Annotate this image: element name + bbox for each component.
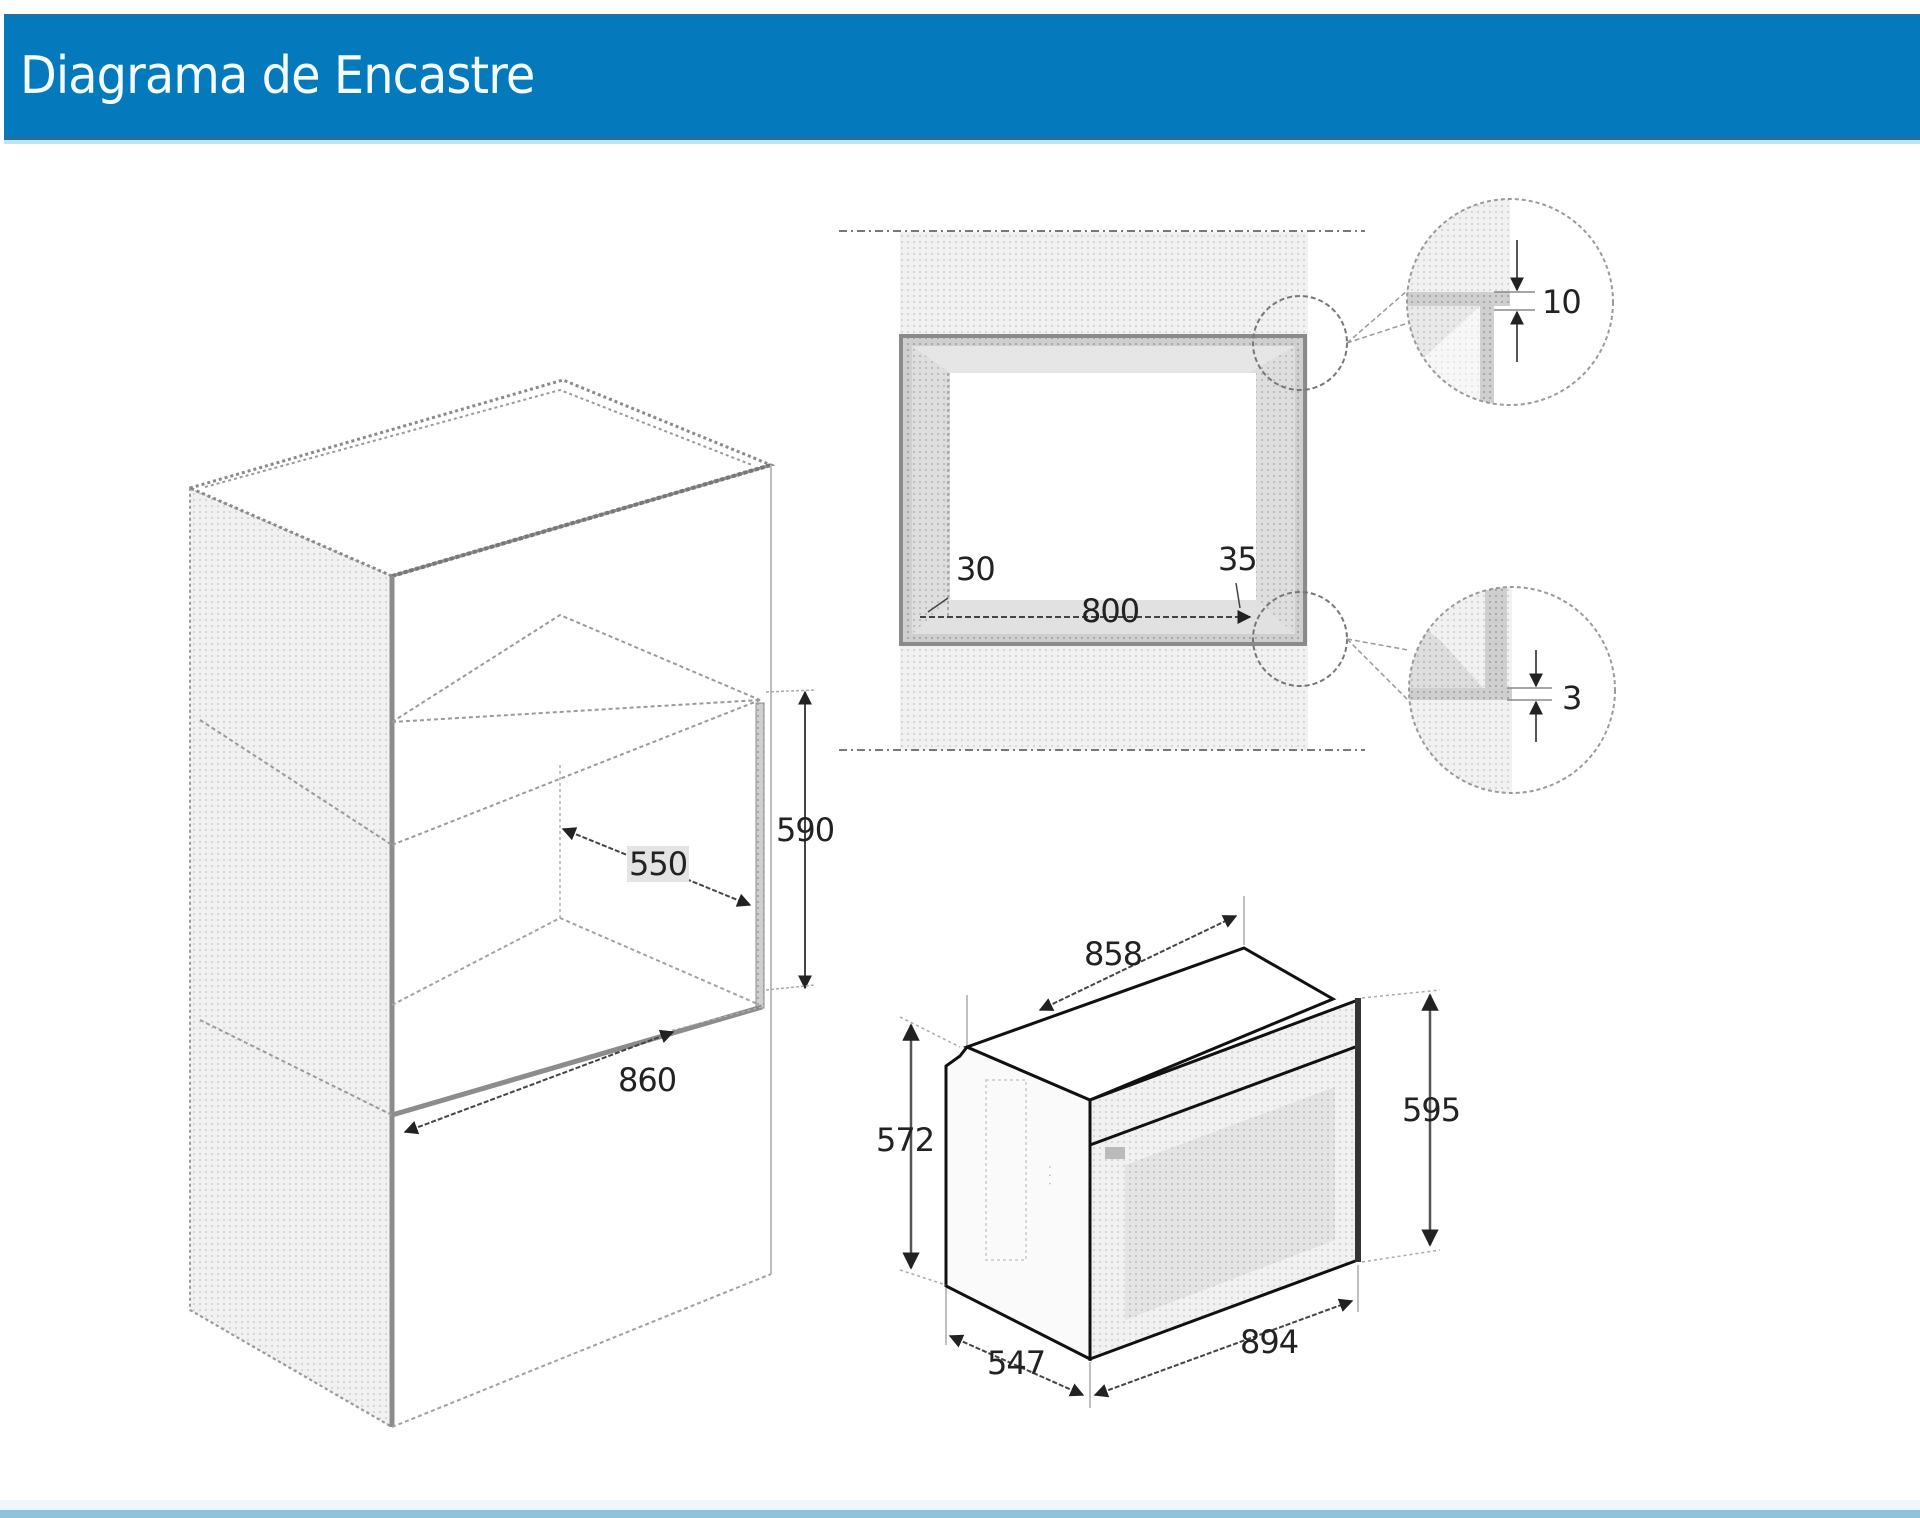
- cabinet-diagram: [185, 378, 816, 1429]
- header-underline: [4, 140, 1920, 144]
- top-detail-gap-label: 10: [1542, 283, 1582, 321]
- top-corner-detail: [1406, 198, 1614, 406]
- footer-fade: [0, 1500, 1920, 1510]
- niche-depth-label: 550: [627, 845, 690, 883]
- front-view-diagram: [839, 230, 1409, 751]
- right-gap-label: 35: [1218, 540, 1258, 578]
- oven-body-width-label: 858: [1084, 935, 1143, 973]
- oven-depth-label: 547: [987, 1344, 1046, 1382]
- oven-diagram: · · ·: [899, 896, 1441, 1408]
- oven-front-width-label: 894: [1240, 1323, 1299, 1361]
- left-gap-label: 30: [956, 550, 996, 588]
- footer-line: [0, 1510, 1920, 1518]
- page-title: Diagrama de Encastre: [20, 46, 535, 106]
- niche-width-label: 860: [618, 1061, 677, 1099]
- oven-body-height-label: 572: [876, 1121, 935, 1159]
- bottom-corner-detail: [1408, 586, 1616, 794]
- header-bar: Diagrama de Encastre: [4, 14, 1920, 140]
- bottom-detail-gap-label: 3: [1562, 679, 1582, 717]
- svg-text:· · ·: · · ·: [1041, 1165, 1056, 1186]
- oven-front-height-label: 595: [1402, 1091, 1461, 1129]
- inner-width-label: 800: [1081, 592, 1140, 630]
- niche-height-label: 590: [776, 811, 835, 849]
